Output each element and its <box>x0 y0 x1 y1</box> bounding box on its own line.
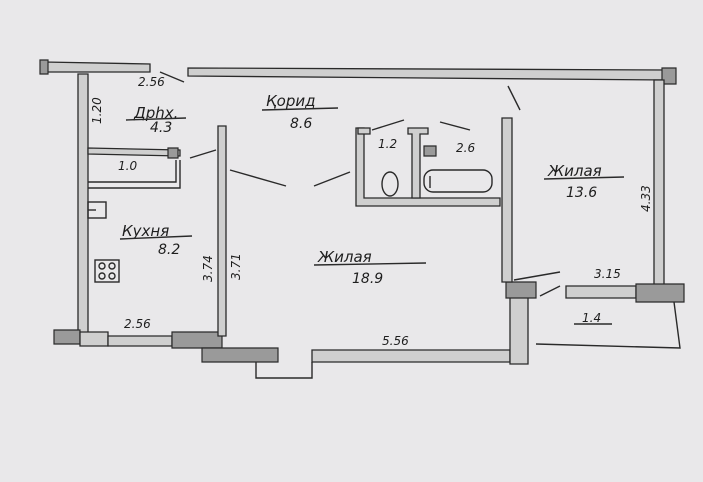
pantry-cabinet-inner <box>88 160 181 189</box>
room-name-kitchen: Кухня <box>122 222 169 240</box>
wall-left <box>77 73 89 335</box>
pantry-shelf <box>87 147 181 157</box>
kitchen-door-swing <box>189 149 217 159</box>
dim-bath: 2.6 <box>456 141 475 155</box>
wc-sink <box>423 145 437 157</box>
wall-top-right-end <box>661 67 677 85</box>
room-area-living-big: 18.9 <box>352 271 383 287</box>
dim-balcony-bottom: 1.4 <box>582 311 601 325</box>
wall-pier-right <box>505 281 537 299</box>
room-name-pantry: Дрһх. <box>133 104 178 122</box>
wall-kitchen-living <box>217 125 227 337</box>
room-name-corridor: Қорид <box>266 92 315 110</box>
top-swing <box>159 71 185 83</box>
balcony-wall-right <box>635 283 685 303</box>
room-name-kitchen-underline <box>119 235 193 240</box>
balcony-window <box>565 285 637 299</box>
dim-kitchen-right-a: 3.74 <box>201 255 215 282</box>
room-name-corridor-underline <box>261 107 339 111</box>
window-kitchen <box>107 335 173 347</box>
room-name-living-big: Жилая <box>317 248 372 266</box>
dim-left-vertical: 1.20 <box>90 97 104 124</box>
wall-bottom-left-end <box>53 329 81 345</box>
entry-swing-right <box>507 85 521 111</box>
stove-burner-2 <box>108 262 116 270</box>
balcony-door-swing <box>539 285 561 297</box>
wc-bath-divider <box>407 127 429 199</box>
stove <box>94 259 120 283</box>
pantry-cabinet <box>88 160 177 183</box>
wall-bottom-living-left <box>201 347 279 363</box>
room-area-pantry: 4.3 <box>150 120 172 136</box>
living-door-swing-right <box>313 171 351 187</box>
room-name-pantry-underline <box>125 117 187 121</box>
balcony-door-step <box>255 362 313 379</box>
room-area-kitchen: 8.2 <box>158 242 180 258</box>
wall-top-right <box>187 67 669 81</box>
room-name-living-big-underline <box>313 262 427 266</box>
window-living <box>311 349 511 363</box>
wc-door-swing <box>371 119 405 131</box>
pantry-shelf-end <box>167 147 179 159</box>
stove-burner-3 <box>98 272 106 280</box>
room-name-living-small-underline <box>543 176 625 180</box>
dim-right-vertical: 4.33 <box>639 185 653 212</box>
wall-bottom-kitchen <box>171 331 223 349</box>
balcony-outline <box>535 301 681 349</box>
bath-door-swing <box>439 121 471 131</box>
toilet <box>381 171 399 197</box>
dim-wc: 1.2 <box>378 137 397 151</box>
dim-shelf: 1.0 <box>118 159 137 173</box>
wall-bedroom-left <box>501 117 513 283</box>
dim-living-bottom: 5.56 <box>382 334 409 348</box>
room-name-living-small: Жилая <box>547 162 602 180</box>
bathtub <box>423 169 493 193</box>
living-door-swing-left <box>229 169 287 187</box>
dim-top-left: 2.56 <box>138 75 165 89</box>
dim-kitchen-right-b: 3.71 <box>229 253 243 280</box>
room-area-corridor: 8.6 <box>290 116 312 132</box>
wall-top-left-end <box>39 59 49 75</box>
bedroom-door-swing <box>513 271 561 281</box>
stove-burner-4 <box>108 272 116 280</box>
room-area-living-small: 13.6 <box>566 185 597 201</box>
stove-burner-1 <box>98 262 106 270</box>
wall-top-left <box>43 61 151 73</box>
wall-right <box>653 79 665 289</box>
wall-bottom-left <box>79 331 109 347</box>
dim-kitchen-bottom: 2.56 <box>124 317 151 331</box>
dim-balcony-top: 3.15 <box>594 267 621 281</box>
wc-wall-top <box>357 127 371 135</box>
